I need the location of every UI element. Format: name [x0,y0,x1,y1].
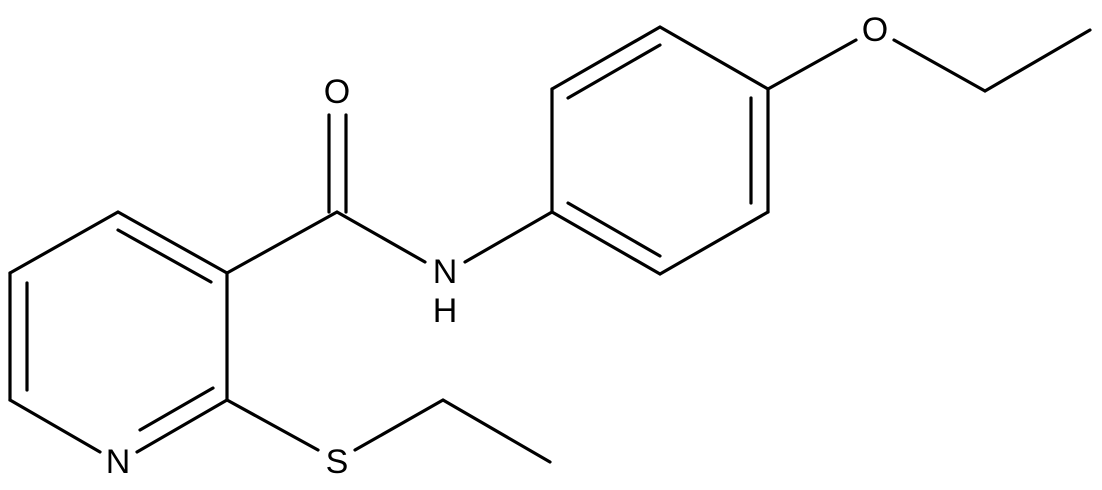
bond-c4-c5 [8,210,120,275]
bond-c6-n1 [8,398,102,454]
atom-label-pyridine-nitrogen: N [106,443,131,481]
bond-ar4-o [766,38,858,91]
bond-c3-carbonyl-c [225,210,339,275]
bond-c2-s [225,398,320,452]
atom-label-amide-nitrogen: N [433,253,458,291]
phenyl-ring [550,25,770,276]
bond-o-ch2 [892,38,987,93]
bond-ar2-ar3 [550,25,662,91]
ethylthio-group [225,398,552,464]
bond-ar6-ar1-inner [566,201,662,258]
bond-ar6-ar1 [550,210,662,276]
pyridine-ring [8,210,229,454]
bond-carbonyl-c-n [335,210,427,264]
atom-label-sulfur: S [326,443,349,481]
atom-label-amide-hydrogen: H [433,292,458,330]
bond-n-aryl-c [463,210,554,264]
atom-label-ether-oxygen: O [862,11,888,49]
bond-ar3-ar4 [658,25,770,91]
bond-c3-c4-outer [116,210,229,275]
bond-ar5-ar6 [658,210,770,276]
bond-c3-c4-inner [116,228,213,284]
carboxamide-group [225,113,554,275]
bond-n1-c2-inner [138,386,215,432]
bond-n1-c2-outer [135,398,229,454]
ethoxy-group [766,28,1092,93]
bond-s-ch2 [353,398,445,452]
atom-label-carbonyl-oxygen: O [324,73,350,111]
bond-ch2-ch3 [441,398,552,464]
bond-ch2-ch3-ethoxy [983,28,1092,93]
bond-ar2-ar3-inner [566,43,662,100]
